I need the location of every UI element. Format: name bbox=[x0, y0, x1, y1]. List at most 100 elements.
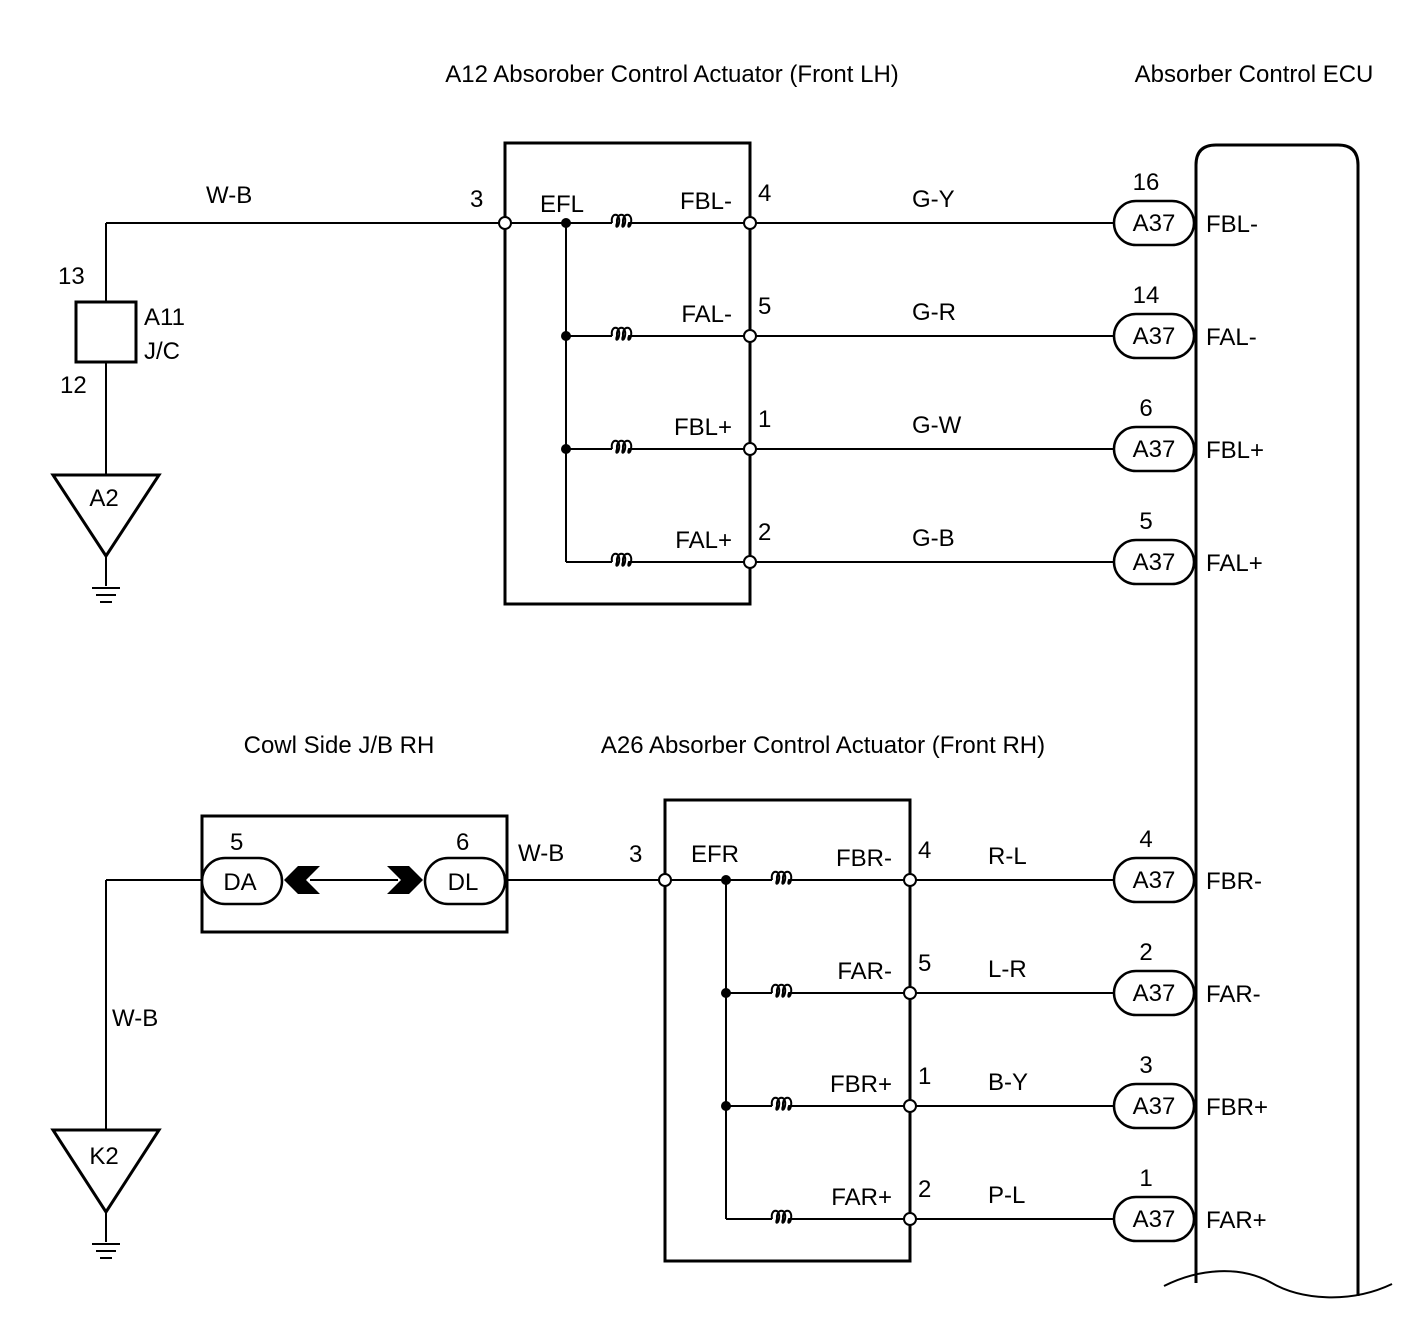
actuator-signal-label: FBL+ bbox=[674, 414, 732, 441]
lh-common-label: EFL bbox=[540, 191, 584, 218]
pin-node bbox=[743, 329, 757, 343]
actuator-pin-number: 1 bbox=[918, 1063, 931, 1090]
ecu-connector-label: A37 bbox=[1133, 210, 1176, 237]
ecu-connector-label: A37 bbox=[1133, 867, 1176, 894]
ecu-signal-label: FAL- bbox=[1206, 324, 1257, 351]
ecu-pin-number: 4 bbox=[1139, 826, 1152, 853]
ecu-connector-pill bbox=[1112, 538, 1196, 586]
ecu-pin-number: 2 bbox=[1139, 939, 1152, 966]
lh-ground-wire-color: W-B bbox=[206, 182, 252, 209]
k2-ground-label: K2 bbox=[89, 1143, 118, 1170]
ecu-connector-label: A37 bbox=[1133, 436, 1176, 463]
ecu-connector-pill bbox=[1112, 312, 1196, 360]
k2-ground-symbol bbox=[92, 1243, 120, 1259]
ecu-signal-label: FAL+ bbox=[1206, 550, 1263, 577]
coil-symbol bbox=[610, 326, 636, 341]
actuator-pin-number: 2 bbox=[918, 1176, 931, 1203]
coil-symbol bbox=[770, 1209, 796, 1224]
lh-ground-circuit: 13 12 A11 J/C W-B A2 bbox=[50, 182, 505, 603]
jb-right-chevron bbox=[387, 866, 423, 894]
coil-symbol bbox=[770, 983, 796, 998]
ecu-signal-label: FAR- bbox=[1206, 981, 1261, 1008]
jb-right-pin: 6 bbox=[456, 829, 469, 856]
coil-symbol bbox=[610, 213, 636, 228]
actuator-pin-number: 1 bbox=[758, 406, 771, 433]
a11-pin-bottom: 12 bbox=[60, 372, 87, 399]
wire-color-label: G-B bbox=[912, 525, 955, 552]
rh-common-pin: 3 bbox=[629, 841, 642, 868]
jb-left-connector: DA bbox=[223, 869, 256, 896]
coil-symbol bbox=[610, 439, 636, 454]
ecu-pin-number: 16 bbox=[1133, 169, 1160, 196]
ecu-connector-pill bbox=[1112, 1082, 1196, 1130]
actuator-signal-label: FBL- bbox=[680, 188, 732, 215]
ecu-pin-number: 1 bbox=[1139, 1165, 1152, 1192]
actuator-signal-label: FBR+ bbox=[830, 1071, 892, 1098]
actuator-signal-label: FAR+ bbox=[831, 1184, 892, 1211]
ecu-signal-label: FBL+ bbox=[1206, 437, 1264, 464]
wire-color-label: G-Y bbox=[912, 186, 955, 213]
a11-junction-connector bbox=[74, 300, 138, 364]
actuator-signal-label: FAR- bbox=[837, 958, 892, 985]
ecu-title: Absorber Control ECU bbox=[1135, 61, 1374, 88]
actuator-signal-label: FBR- bbox=[836, 845, 892, 872]
ecu-pin-number: 14 bbox=[1133, 282, 1160, 309]
ecu-connector-pill bbox=[1112, 425, 1196, 473]
ecu-connector-pill bbox=[1112, 199, 1196, 247]
coil-symbol bbox=[610, 552, 636, 567]
a2-ground-triangle bbox=[50, 473, 162, 559]
ecu-signal-label: FBR+ bbox=[1206, 1094, 1268, 1121]
pin-node bbox=[903, 873, 917, 887]
ecu-signal-label: FAR+ bbox=[1206, 1207, 1267, 1234]
rh-common-label: EFR bbox=[691, 841, 739, 868]
pin-node bbox=[903, 986, 917, 1000]
ecu-pin-number: 3 bbox=[1139, 1052, 1152, 1079]
actuator-pin-number: 4 bbox=[918, 837, 931, 864]
ecu-connector-pill bbox=[1112, 1195, 1196, 1243]
cowl-junction-block: 5 6 DA DL bbox=[200, 814, 509, 934]
actuator-pin-number: 5 bbox=[918, 950, 931, 977]
pin-node bbox=[903, 1212, 917, 1226]
ecu-pin-number: 6 bbox=[1139, 395, 1152, 422]
ecu-connector-label: A37 bbox=[1133, 1093, 1176, 1120]
pin-node bbox=[743, 442, 757, 456]
ecu-connector-label: A37 bbox=[1133, 980, 1176, 1007]
k2-ground-triangle bbox=[50, 1128, 162, 1215]
ecu-pin-number: 5 bbox=[1139, 508, 1152, 535]
ecu-connector-label: A37 bbox=[1133, 549, 1176, 576]
a11-type: J/C bbox=[144, 338, 180, 365]
cowl-jb-title: Cowl Side J/B RH bbox=[244, 732, 435, 759]
front-rh-actuator-title: A26 Absorber Control Actuator (Front RH) bbox=[601, 732, 1045, 759]
actuator-pin-number: 2 bbox=[758, 519, 771, 546]
actuator-pin-number: 5 bbox=[758, 293, 771, 320]
jb-left-pin: 5 bbox=[230, 829, 243, 856]
ecu-connector-label: A37 bbox=[1133, 323, 1176, 350]
a11-pin-top: 13 bbox=[58, 263, 85, 290]
ecu-connector-pill bbox=[1112, 969, 1196, 1017]
lh-common-pin: 3 bbox=[470, 186, 483, 213]
pin-node bbox=[743, 216, 757, 230]
a2-ground-symbol bbox=[92, 587, 120, 603]
ecu-signal-label: FBL- bbox=[1206, 211, 1258, 238]
a11-name: A11 bbox=[144, 304, 185, 331]
ecu-signal-label: FBR- bbox=[1206, 868, 1262, 895]
jb-right-connector: DL bbox=[448, 869, 479, 896]
ecu-connector-label: A37 bbox=[1133, 1206, 1176, 1233]
actuator-signal-label: FAL- bbox=[681, 301, 732, 328]
wire-color-label: G-W bbox=[912, 412, 962, 439]
actuator-signal-label: FAL+ bbox=[675, 527, 732, 554]
wire-color-label: B-Y bbox=[988, 1069, 1028, 1096]
a2-ground-label: A2 bbox=[89, 485, 118, 512]
coil-symbol bbox=[770, 870, 796, 885]
